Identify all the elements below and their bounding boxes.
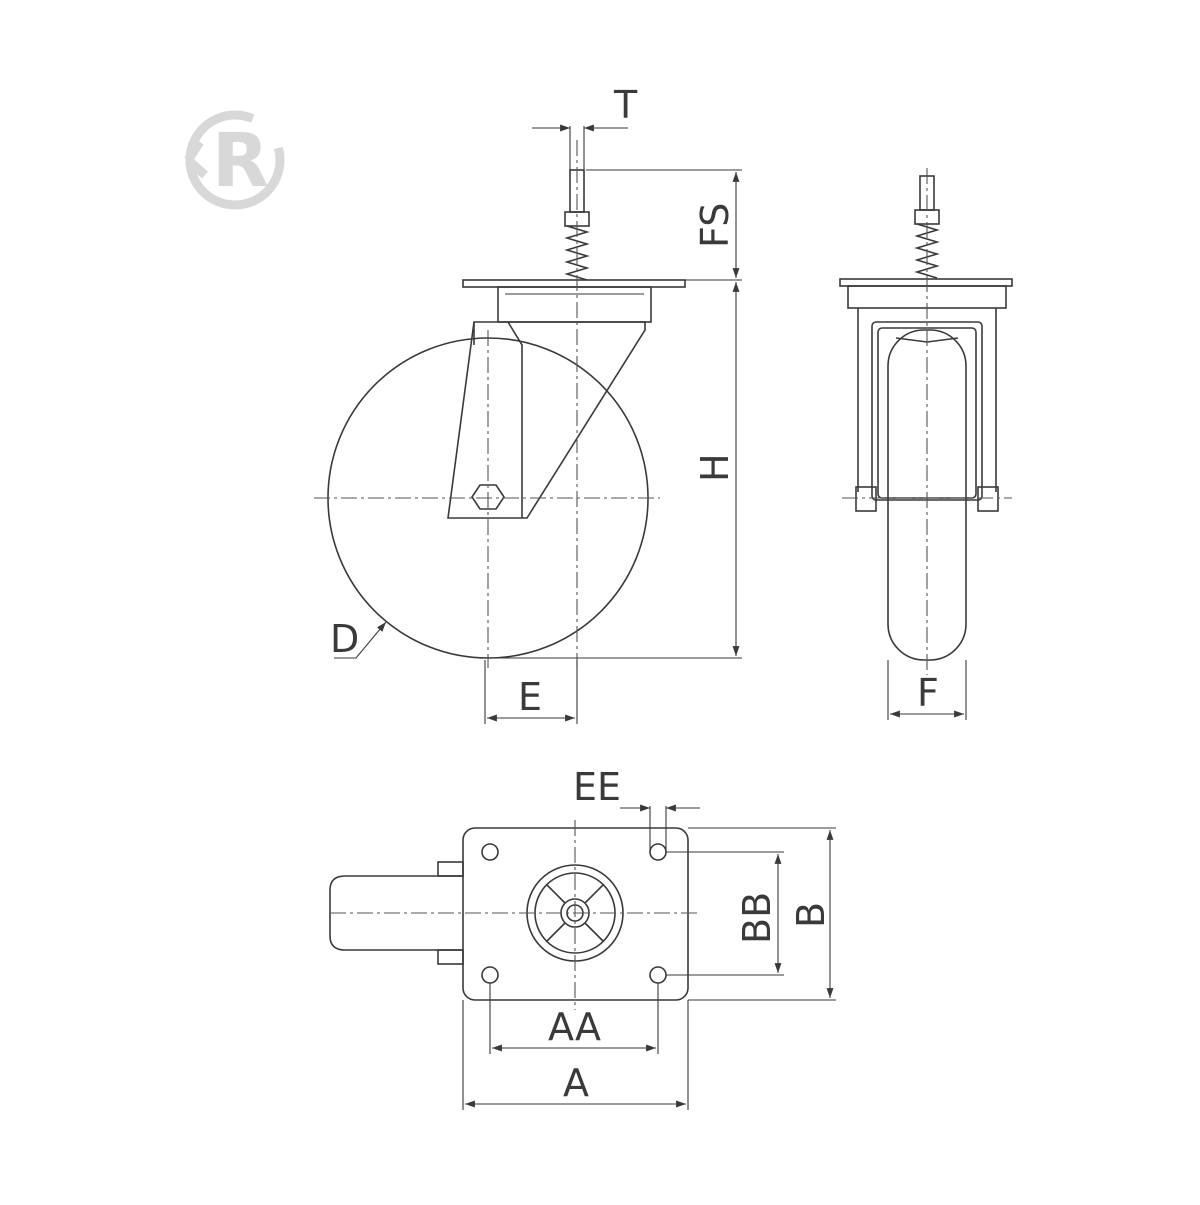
top-view: EE BB B AA A (329, 765, 836, 1110)
logo-letter: R (212, 118, 269, 204)
dim-label-e: E (518, 675, 542, 719)
side-view: T FS H D E (314, 83, 742, 724)
dim-label-h: H (693, 453, 737, 482)
front-axle-left (855, 486, 877, 512)
dim-label-t: T (613, 83, 638, 127)
bolt-hole (481, 843, 499, 861)
front-axle-right (977, 486, 999, 512)
dim-label-aa: AA (548, 1005, 601, 1049)
dim-label-b: B (789, 902, 833, 928)
bolt-hole (481, 966, 499, 984)
dim-label-f: F (917, 671, 939, 715)
logo-r-icon: R (184, 110, 285, 210)
front-view: F (839, 168, 1013, 720)
dim-label-a: A (563, 1061, 589, 1105)
dim-label-ee: EE (573, 765, 621, 809)
dim-label-d: D (330, 617, 359, 661)
front-top-plate (839, 278, 1013, 287)
dim-label-fs: FS (693, 203, 737, 248)
top-plate (462, 279, 686, 288)
bolt-hole (649, 843, 667, 861)
swivel-head (497, 286, 652, 323)
bolt-hole (649, 966, 667, 984)
axle-nut (471, 484, 505, 510)
dim-label-bb: BB (735, 892, 779, 944)
